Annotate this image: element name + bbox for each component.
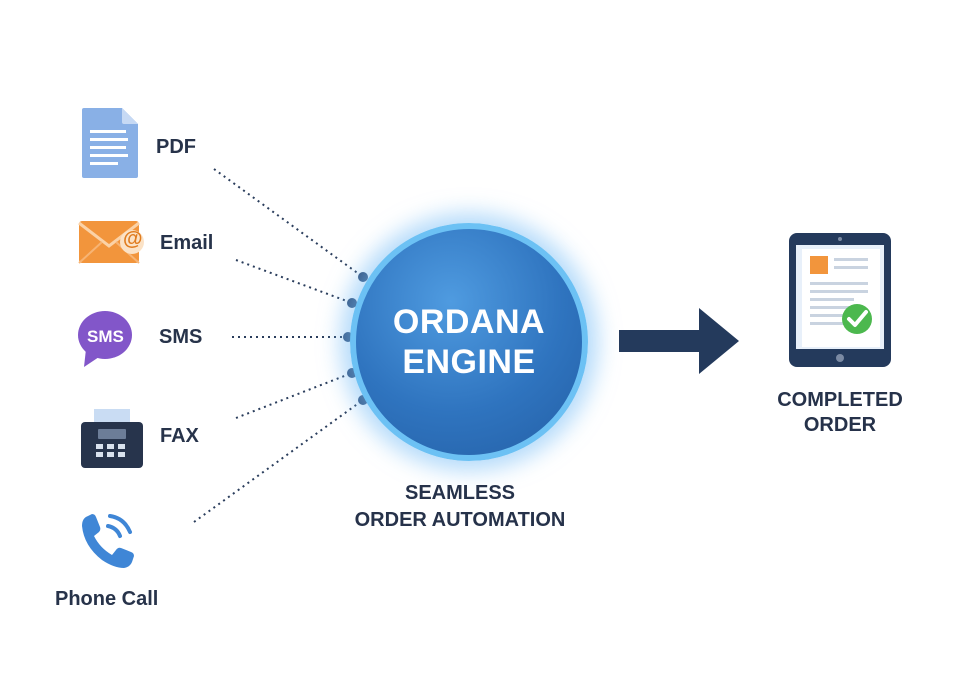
engine-title-line2: ENGINE xyxy=(402,343,536,381)
source-label-pdf: PDF xyxy=(156,136,196,158)
connector-fax xyxy=(235,372,353,419)
email-envelope-icon xyxy=(78,221,144,264)
flow-arrow xyxy=(619,308,739,374)
fax-machine-icon xyxy=(81,409,143,468)
tablet-order-check-icon xyxy=(789,233,891,367)
engine-caption: SEAMLESS ORDER AUTOMATION xyxy=(340,480,580,534)
source-phone-call: Phone Call xyxy=(54,508,204,612)
source-label-email: Email xyxy=(160,232,214,254)
completed-order-line2: ORDER xyxy=(803,414,877,436)
source-label-fax: FAX xyxy=(160,425,199,447)
completed-order-label: COMPLETED ORDER xyxy=(740,388,940,438)
source-email: @ Email xyxy=(78,218,228,268)
phone-call-icon xyxy=(82,514,134,568)
source-sms: SMS SMS xyxy=(78,309,228,371)
caption-line2: ORDER AUTOMATION xyxy=(354,509,566,531)
completed-order-line1: COMPLETED xyxy=(777,389,903,411)
sms-bubble-icon xyxy=(78,311,132,367)
sms-bubble-text: SMS xyxy=(87,327,124,346)
ordana-engine-circle: ORDANA ENGINE xyxy=(350,223,588,461)
caption-line1: SEAMLESS xyxy=(404,482,516,504)
source-pdf: PDF xyxy=(80,106,220,181)
connector-dot-pdf xyxy=(358,272,368,282)
pdf-document-icon xyxy=(82,108,138,178)
connector-pdf xyxy=(213,168,364,278)
source-label-phone-call: Phone Call xyxy=(55,588,159,610)
email-at-symbol: @ xyxy=(123,228,143,250)
source-fax: FAX xyxy=(80,408,230,470)
connector-email xyxy=(235,259,353,304)
engine-title-line1: ORDANA xyxy=(392,303,546,341)
source-label-sms: SMS xyxy=(159,326,203,348)
